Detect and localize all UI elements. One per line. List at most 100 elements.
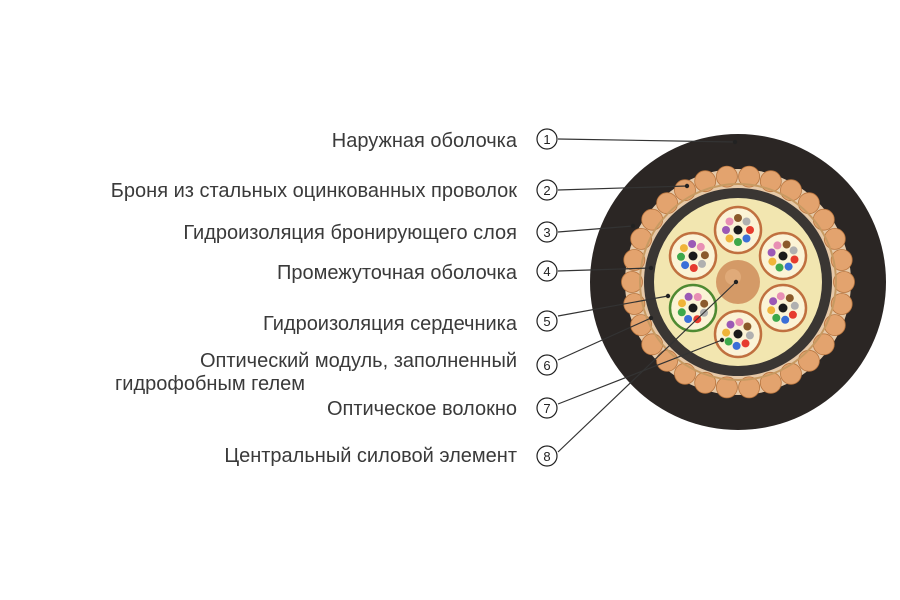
armor-wire bbox=[656, 192, 678, 215]
optical-fiber bbox=[769, 297, 778, 306]
optical-fiber bbox=[733, 329, 743, 339]
armor-wire bbox=[630, 227, 653, 250]
badge-4: 4 bbox=[536, 260, 558, 282]
optical-fiber bbox=[788, 310, 797, 319]
armor-wire bbox=[738, 376, 760, 399]
optical-fiber bbox=[782, 240, 791, 249]
optical-fiber bbox=[724, 337, 733, 346]
optical-module bbox=[668, 231, 718, 281]
leader-lines bbox=[557, 138, 737, 453]
optical-fiber bbox=[698, 259, 706, 268]
badge-number-1: 1 bbox=[543, 132, 550, 147]
armor-wire bbox=[830, 293, 853, 315]
optical-module bbox=[713, 205, 763, 255]
badge-number-7: 7 bbox=[543, 401, 550, 416]
armor-wire bbox=[823, 227, 846, 250]
optical-fiber bbox=[735, 318, 744, 327]
badge-8: 8 bbox=[536, 445, 558, 467]
badge-6: 6 bbox=[536, 354, 558, 376]
armor-wire bbox=[830, 249, 853, 271]
optical-fiber bbox=[726, 320, 735, 329]
label-optical-module-line1: Оптический модуль, заполненный bbox=[200, 350, 517, 372]
optical-fiber bbox=[681, 261, 690, 270]
optical-fiber bbox=[722, 226, 730, 234]
badge-number-8: 8 bbox=[543, 449, 550, 464]
optical-fiber bbox=[688, 240, 697, 248]
leader-line-1 bbox=[557, 138, 736, 143]
armor-wire bbox=[823, 314, 846, 337]
armor-wire bbox=[674, 362, 696, 385]
optical-module bbox=[758, 231, 808, 281]
optical-fiber bbox=[746, 226, 754, 234]
optical-fiber bbox=[693, 293, 702, 301]
optical-module bbox=[758, 283, 808, 333]
leader-line-6 bbox=[557, 317, 652, 361]
optical-fiber bbox=[743, 322, 752, 331]
label-central-member: Центральный силовой элемент bbox=[224, 445, 517, 467]
optical-fiber bbox=[677, 308, 686, 317]
armor-wires bbox=[621, 165, 855, 399]
label-optical-fiber: Оптическое волокно bbox=[327, 398, 517, 420]
armor-wire bbox=[780, 362, 802, 385]
optical-fiber bbox=[684, 315, 693, 323]
label-intermediate-sheath: Промежуточная оболочка bbox=[277, 262, 518, 284]
optical-fiber bbox=[725, 217, 734, 226]
leader-dots bbox=[630, 139, 739, 343]
optical-fiber bbox=[679, 244, 688, 253]
central-strength-member-highlight bbox=[725, 269, 741, 285]
armor-wire bbox=[694, 371, 717, 394]
optical-fiber bbox=[688, 303, 698, 313]
armor-wire bbox=[716, 165, 738, 188]
optical-fiber bbox=[781, 315, 790, 324]
label-optical-module-line2: гидрофобным гелем bbox=[115, 373, 305, 395]
badge-2: 2 bbox=[536, 179, 558, 201]
optical-modules bbox=[668, 205, 808, 359]
leader-line-3 bbox=[557, 225, 634, 233]
armor-wire bbox=[759, 371, 782, 394]
optical-fiber bbox=[689, 264, 698, 272]
optical-fiber bbox=[688, 251, 698, 261]
optical-fiber bbox=[732, 341, 741, 350]
leader-line-7 bbox=[557, 339, 723, 405]
label-core-water-barrier: Гидроизоляция сердечника bbox=[263, 313, 518, 335]
badge-number-2: 2 bbox=[543, 183, 550, 198]
armor-wire bbox=[812, 333, 835, 356]
label-armor: Броня из стальных оцинкованных проволок bbox=[111, 180, 517, 202]
armor-wire bbox=[621, 271, 643, 293]
optical-fiber bbox=[745, 331, 754, 340]
armor-wire bbox=[623, 249, 646, 271]
optical-fiber bbox=[789, 246, 798, 255]
optical-fiber bbox=[734, 214, 742, 222]
leader-line-2 bbox=[557, 185, 688, 191]
optical-fiber bbox=[700, 299, 709, 308]
optical-fiber bbox=[778, 303, 788, 313]
badge-number-4: 4 bbox=[543, 264, 550, 279]
optical-fiber bbox=[742, 217, 751, 226]
badge-1: 1 bbox=[536, 128, 558, 150]
optical-fiber bbox=[790, 255, 799, 264]
optical-fiber bbox=[784, 262, 793, 271]
optical-fiber bbox=[684, 292, 693, 301]
leader-line-8 bbox=[557, 281, 737, 453]
armor-wire bbox=[798, 192, 820, 215]
optical-fiber bbox=[773, 241, 782, 250]
optical-fiber bbox=[700, 251, 709, 260]
optical-fiber bbox=[677, 252, 685, 261]
label-outer-sheath: Наружная оболочка bbox=[332, 130, 518, 152]
optical-fiber bbox=[785, 294, 794, 303]
armor-wire bbox=[780, 179, 802, 202]
optical-fiber bbox=[767, 248, 776, 257]
optical-fiber bbox=[776, 292, 785, 301]
armor-wire bbox=[759, 170, 782, 193]
optical-fiber bbox=[772, 313, 781, 322]
badge-3: 3 bbox=[536, 221, 558, 243]
optical-fiber bbox=[678, 299, 686, 308]
armor-wire bbox=[833, 271, 855, 293]
leader-line-5 bbox=[557, 295, 669, 317]
optical-fiber bbox=[768, 257, 777, 266]
armor-wire bbox=[641, 333, 664, 356]
badge-number-3: 3 bbox=[543, 225, 550, 240]
label-armor-water-barrier: Гидроизоляция бронирующего слоя bbox=[183, 222, 517, 244]
optical-fiber bbox=[696, 242, 705, 251]
